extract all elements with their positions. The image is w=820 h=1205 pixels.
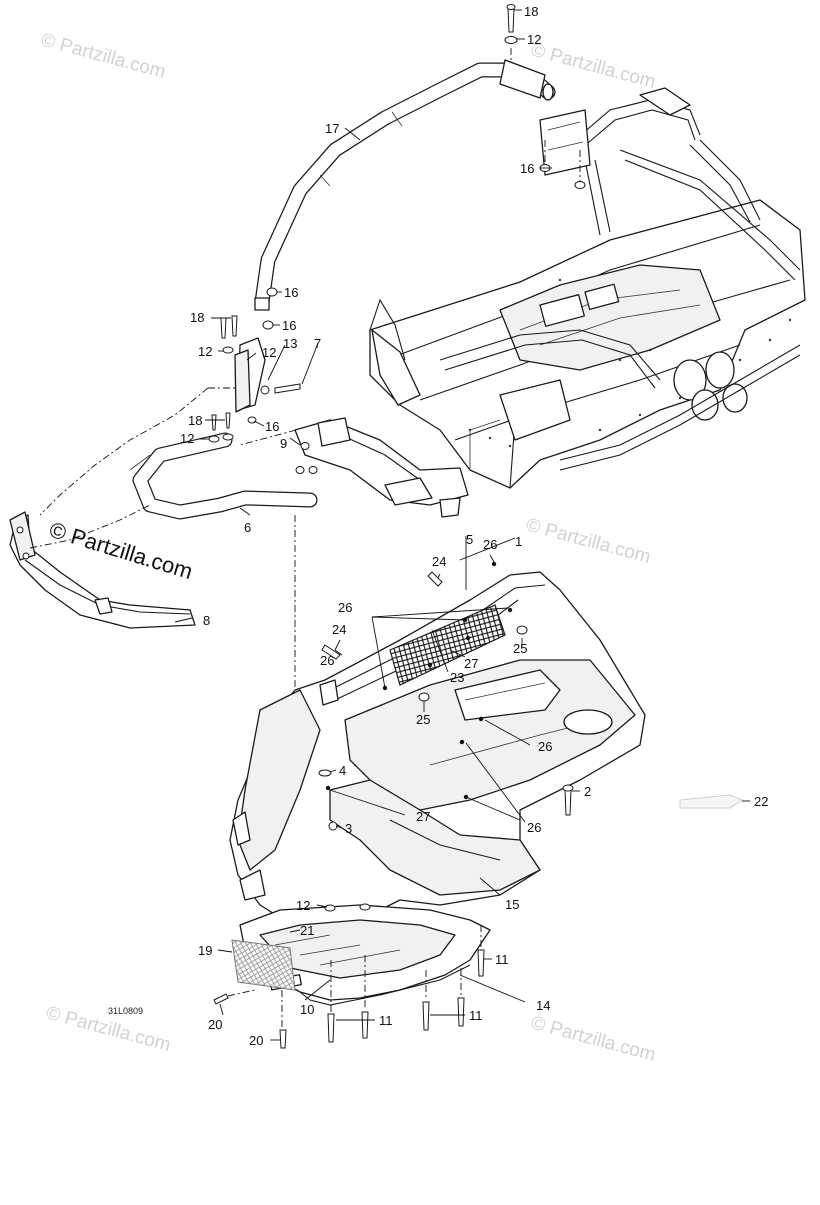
callout-25-a: 25 bbox=[513, 641, 527, 656]
callout-8: 8 bbox=[203, 613, 210, 628]
callout-18-left-a: 18 bbox=[190, 310, 204, 325]
callout-20-b: 20 bbox=[249, 1033, 263, 1048]
callout-12-low: 12 bbox=[296, 898, 310, 913]
watermark-bottom-right: © Partzilla.com bbox=[529, 1013, 658, 1066]
callout-2: 2 bbox=[584, 784, 591, 799]
callout-11-a: 11 bbox=[495, 952, 509, 967]
part-22-strip bbox=[679, 794, 744, 809]
front-bumper-assembly bbox=[9, 337, 469, 860]
callout-16-frame: 16 bbox=[520, 161, 534, 176]
callout-26-b: 26 bbox=[338, 600, 352, 615]
callout-22: 22 bbox=[754, 794, 768, 809]
callout-3: 3 bbox=[345, 821, 352, 836]
callout-11-c: 11 bbox=[469, 1008, 483, 1023]
watermark-center: © Partzilla.com bbox=[47, 517, 196, 584]
callout-16-mid: 16 bbox=[265, 419, 279, 434]
callout-27-b: 27 bbox=[416, 809, 430, 824]
callout-12-top: 12 bbox=[527, 32, 541, 47]
callout-26-e: 26 bbox=[527, 820, 541, 835]
callout-27-a: 27 bbox=[464, 656, 478, 671]
callout-11-b: 11 bbox=[379, 1013, 393, 1028]
callout-13: 13 bbox=[283, 336, 297, 351]
callout-10: 10 bbox=[300, 1002, 314, 1017]
skid-plate bbox=[231, 904, 491, 1006]
bottom-fasteners bbox=[213, 903, 485, 1049]
callout-14: 14 bbox=[536, 998, 550, 1013]
callout-18-left-b: 18 bbox=[188, 413, 202, 428]
callout-16-bar-b: 16 bbox=[282, 318, 296, 333]
callout-16-bar-a: 16 bbox=[284, 285, 298, 300]
watermark-top-left: © Partzilla.com bbox=[39, 30, 168, 83]
callout-12-left-b: 12 bbox=[180, 431, 194, 446]
callout-12-mid: 12 bbox=[262, 345, 276, 360]
vehicle-frame bbox=[369, 87, 806, 489]
callout-5: 5 bbox=[466, 532, 473, 547]
callout-12-left-a: 12 bbox=[198, 344, 212, 359]
leader-lines bbox=[174, 9, 750, 1041]
callout-26-d: 26 bbox=[538, 739, 552, 754]
diagram-code: 31L0809 bbox=[108, 1006, 143, 1016]
callout-25-b: 25 bbox=[416, 712, 430, 727]
callout-4: 4 bbox=[339, 763, 346, 778]
callout-9: 9 bbox=[280, 436, 287, 451]
callout-19: 19 bbox=[198, 943, 212, 958]
belly-pan-1 bbox=[229, 561, 646, 931]
callout-24-a: 24 bbox=[432, 554, 446, 569]
callout-26-a: 26 bbox=[483, 537, 497, 552]
callout-1: 1 bbox=[515, 534, 522, 549]
callout-21: 21 bbox=[300, 923, 314, 938]
callout-15: 15 bbox=[505, 897, 519, 912]
callout-17: 17 bbox=[325, 121, 339, 136]
callout-24-b: 24 bbox=[332, 622, 346, 637]
callout-26-c: 26 bbox=[320, 653, 334, 668]
callout-20-a: 20 bbox=[208, 1017, 222, 1032]
callout-23: 23 bbox=[450, 670, 464, 685]
watermark-mid-right: © Partzilla.com bbox=[524, 515, 653, 568]
callout-6: 6 bbox=[244, 520, 251, 535]
handle-bar-17 bbox=[254, 59, 556, 311]
callout-7: 7 bbox=[314, 336, 321, 351]
callout-18-top: 18 bbox=[524, 4, 538, 19]
callout-labels: 18 12 17 16 16 16 18 12 12 13 7 18 12 16… bbox=[180, 4, 768, 1048]
